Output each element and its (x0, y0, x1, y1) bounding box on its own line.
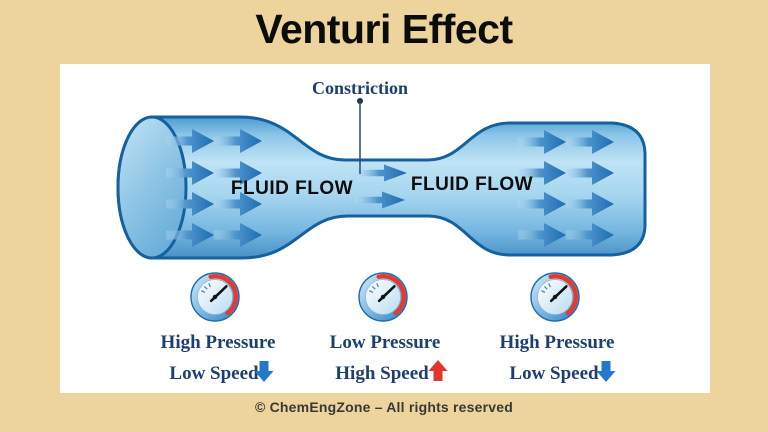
constriction-label: Constriction (312, 78, 408, 98)
fluid-flow-label-right: FLUID FLOW (411, 174, 533, 195)
tube-opening-ellipse (116, 115, 188, 260)
down-arrow-icon (596, 361, 616, 382)
speed-label-throat: High Speed (335, 363, 429, 384)
up-arrow-icon (428, 360, 448, 381)
pressure-label-outlet: High Pressure (500, 332, 615, 353)
fluid-flow-label-left: FLUID FLOW (231, 178, 353, 199)
page-title: Venturi Effect (255, 6, 513, 52)
pressure-gauge-icon-inlet (191, 273, 239, 321)
pressure-gauge-icon-outlet (531, 273, 579, 321)
down-arrow-icon (254, 361, 274, 382)
speed-label-outlet: Low Speed (509, 363, 599, 384)
pressure-gauge-icon-throat (359, 273, 407, 321)
diagram-panel: Constriction FLUID FLOW FLUID FLOW High … (60, 64, 710, 393)
speed-label-inlet: Low Speed (169, 363, 259, 384)
pressure-label-throat: Low Pressure (330, 332, 441, 353)
copyright-footer: © ChemEngZone – All rights reserved (255, 399, 513, 415)
venturi-diagram: Constriction FLUID FLOW FLUID FLOW High … (116, 78, 647, 384)
pressure-label-inlet: High Pressure (161, 332, 276, 353)
